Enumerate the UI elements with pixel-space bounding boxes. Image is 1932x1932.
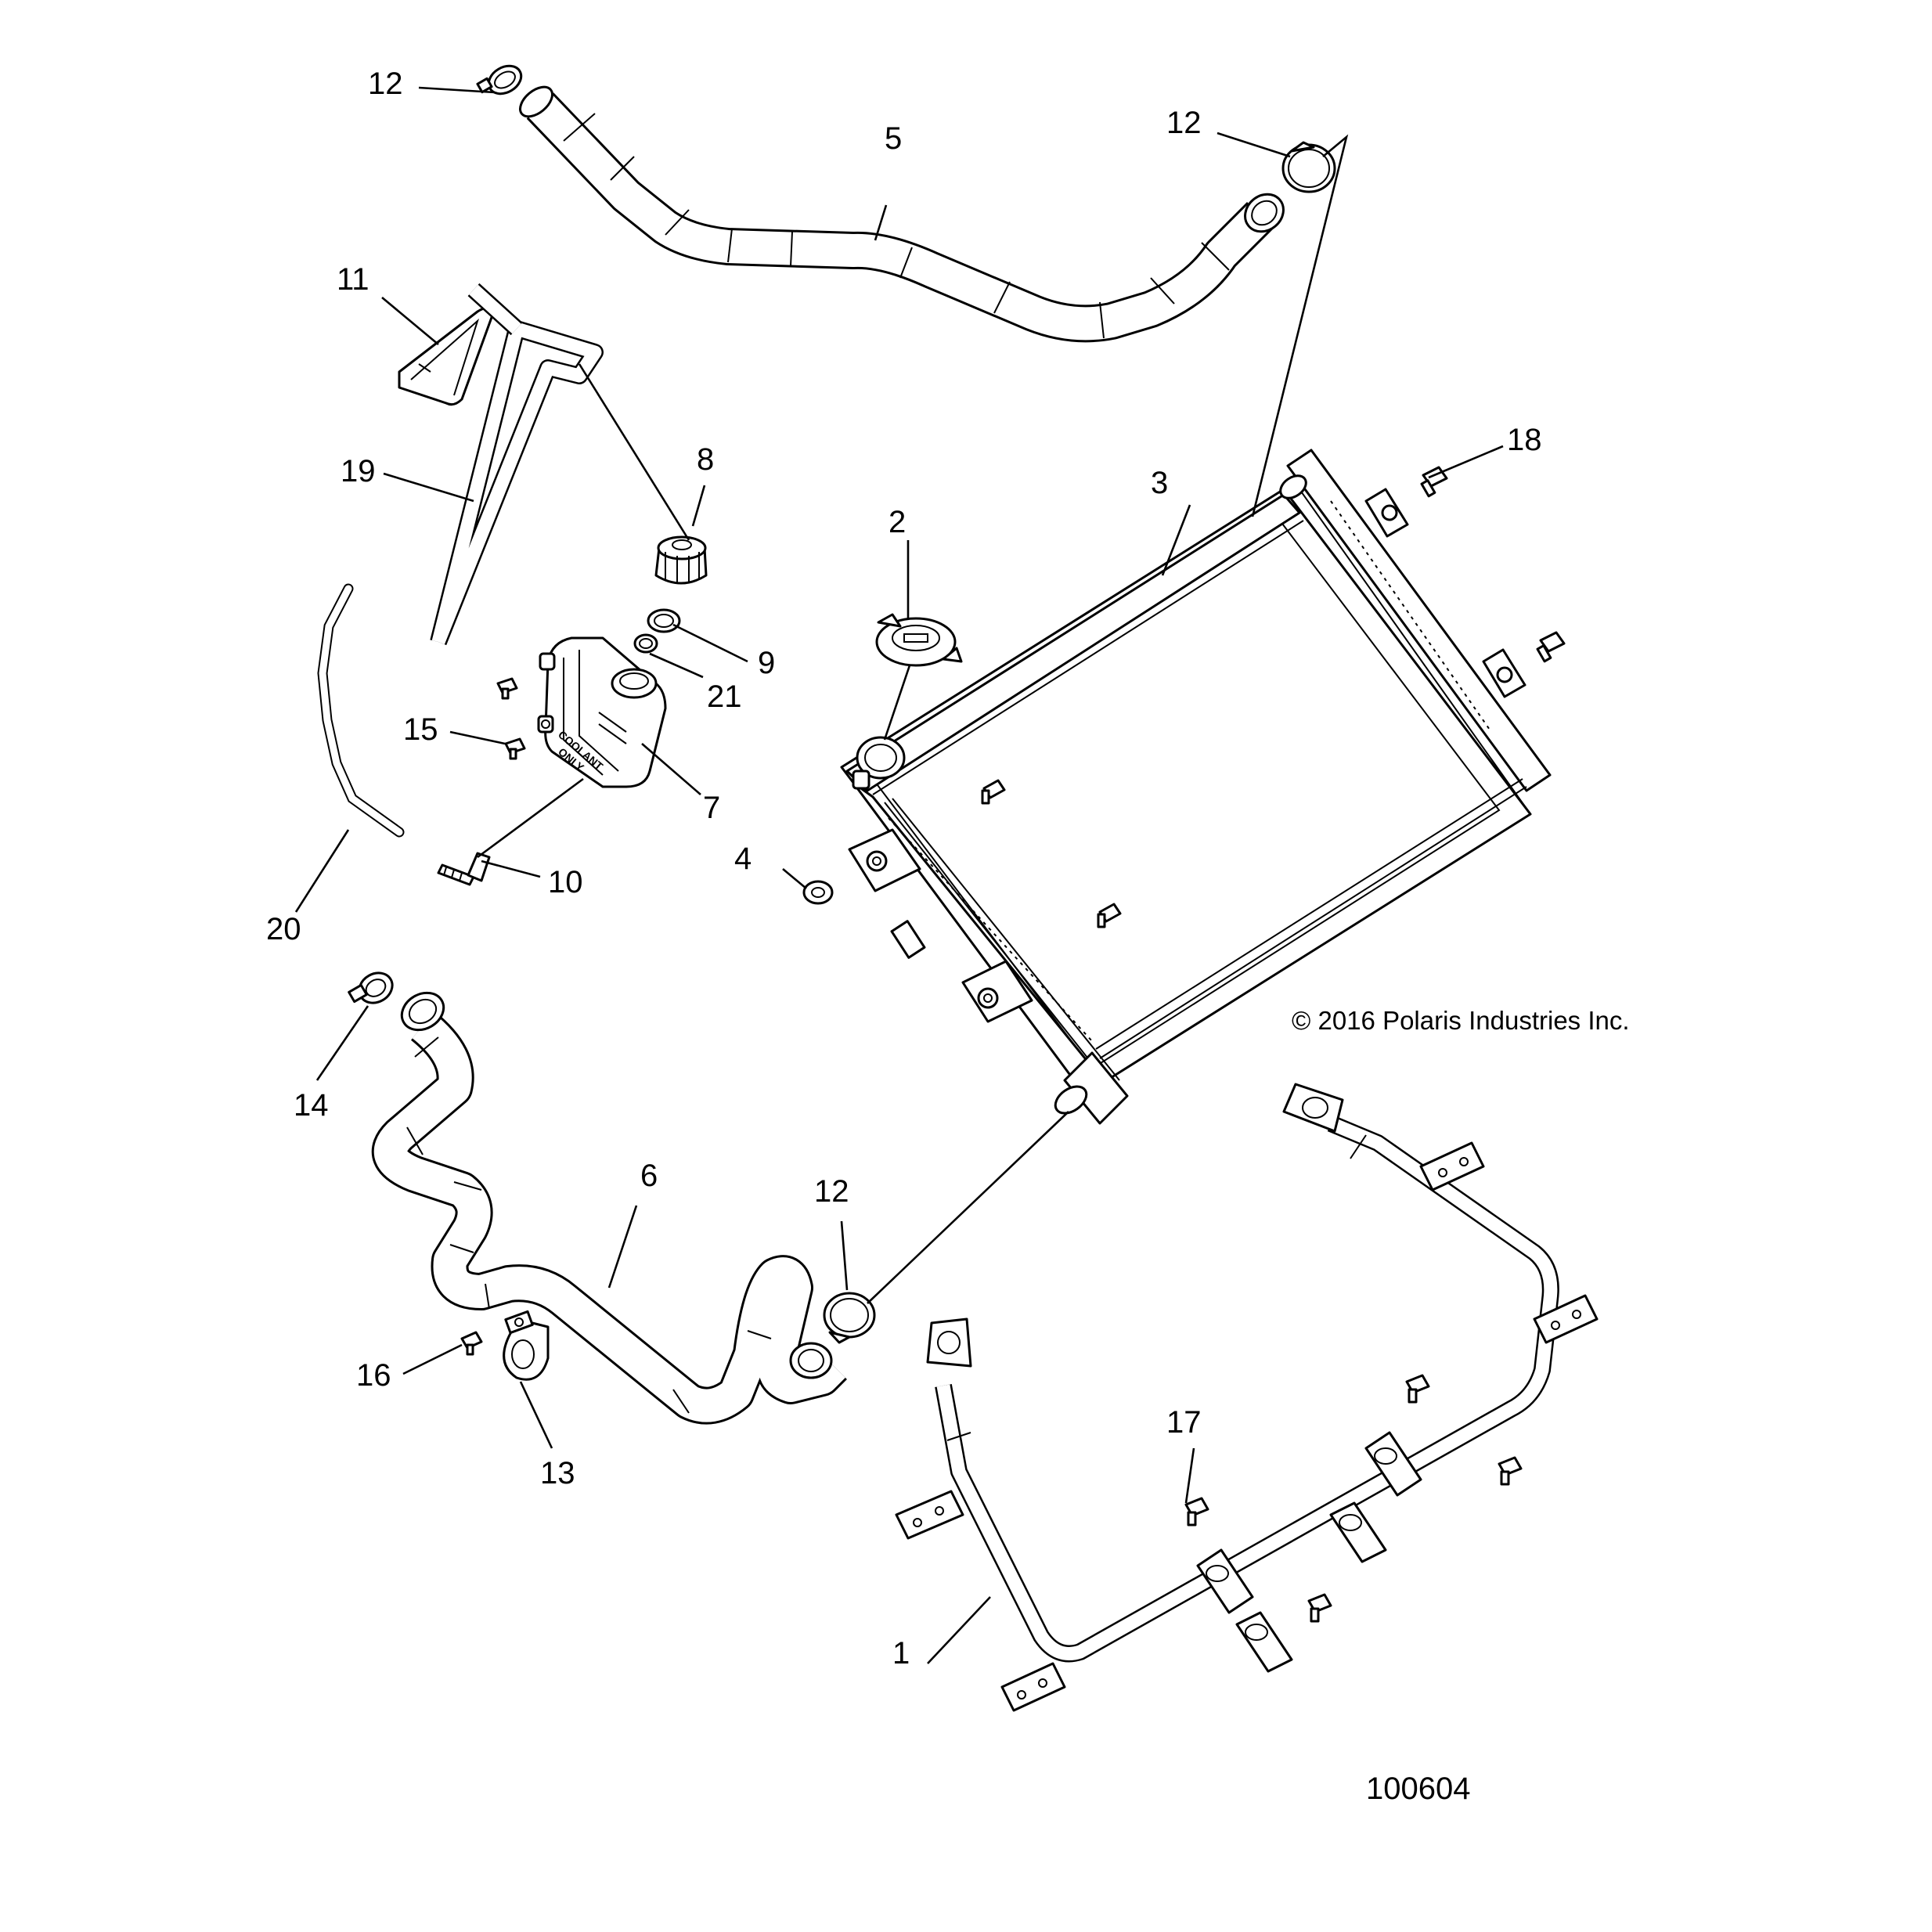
callout-10: 10: [548, 865, 583, 899]
p-clamp: [503, 1310, 550, 1381]
frame-bolt: [1405, 1374, 1430, 1404]
frame-bolt: [1307, 1593, 1332, 1623]
callout-2: 2: [889, 505, 906, 539]
frame-mid-bracket: [1235, 1611, 1293, 1673]
frame-plate: [1533, 1294, 1599, 1344]
figure-number: 100604: [1366, 1772, 1470, 1806]
radiator-bracket-right-upper: [1364, 488, 1409, 538]
reservoir-cap: [654, 535, 708, 585]
coolant-reservoir: COOLANT ONLY: [537, 636, 667, 788]
callout-12-top-left: 12: [368, 67, 403, 101]
leader-lines: [294, 86, 1504, 1664]
callout-4: 4: [734, 842, 752, 876]
washer: [802, 880, 834, 905]
frame-bolt: [1498, 1456, 1523, 1486]
hose-clamp-top-left: [476, 64, 523, 96]
callout-12-lower: 12: [814, 1174, 849, 1209]
hose-clamp-top-right: [1281, 141, 1336, 193]
callout-1: 1: [892, 1636, 910, 1671]
callout-15: 15: [403, 712, 438, 747]
frame-plate: [1000, 1662, 1066, 1712]
callout-5: 5: [885, 121, 902, 156]
screw-15-upper: [496, 677, 518, 700]
hose-fitting: [437, 852, 491, 886]
radiator: [840, 449, 1552, 1125]
radiator-frame: [895, 1083, 1599, 1712]
callout-16: 16: [356, 1358, 391, 1393]
frame-mid-bracket: [1196, 1548, 1254, 1614]
copyright-notice: © 2016 Polaris Industries Inc.: [1292, 1006, 1630, 1035]
frame-end-tab-left: [926, 1317, 972, 1368]
callout-11: 11: [337, 262, 369, 297]
leader-radiator-lower-clamp: [867, 1111, 1069, 1304]
callout-9: 9: [758, 646, 775, 680]
frame-plate: [1419, 1141, 1485, 1191]
callout-labels: 1 2 3 4 5 6 7 8 9 10 11 12 12 12 13 14 1…: [266, 67, 1542, 1671]
callout-12-top-right: 12: [1166, 106, 1202, 140]
frame-end-tab-right: [1282, 1083, 1344, 1133]
callout-20: 20: [266, 912, 301, 946]
callout-19: 19: [341, 454, 376, 488]
callout-13: 13: [540, 1456, 575, 1490]
radiator-bracket-right-lower: [1482, 648, 1526, 698]
callout-14: 14: [294, 1088, 329, 1123]
o-ring-21: [633, 633, 658, 654]
hose-clamp-14: [348, 971, 394, 1004]
hose-clamp-lower: [823, 1292, 876, 1344]
overflow-hose: [317, 583, 405, 838]
frame-plate: [895, 1490, 964, 1540]
callout-7: 7: [703, 791, 720, 825]
radiator-cap: [875, 613, 963, 667]
o-ring-9: [647, 608, 681, 633]
screw-16: [460, 1331, 483, 1356]
callout-17: 17: [1166, 1405, 1202, 1440]
radiator-bracket-lower: [961, 960, 1033, 1023]
callout-8: 8: [697, 442, 714, 477]
callout-18: 18: [1507, 423, 1542, 457]
callout-6: 6: [640, 1159, 658, 1193]
bolt-right: [1536, 631, 1566, 663]
lower-hose: [371, 991, 847, 1425]
screw-15-lower: [504, 737, 526, 760]
callout-21: 21: [707, 679, 742, 714]
callout-3: 3: [1151, 466, 1168, 500]
bolt-17: [1184, 1497, 1209, 1526]
frame-mid-bracket: [1364, 1431, 1422, 1497]
radiator-bolt: [981, 779, 1006, 805]
bottle-bracket: [430, 283, 604, 646]
upper-hose: [519, 85, 1285, 343]
radiator-bolt: [1097, 903, 1122, 928]
frame-mid-bracket: [1329, 1501, 1387, 1563]
radiator-bracket-upper: [848, 828, 921, 892]
